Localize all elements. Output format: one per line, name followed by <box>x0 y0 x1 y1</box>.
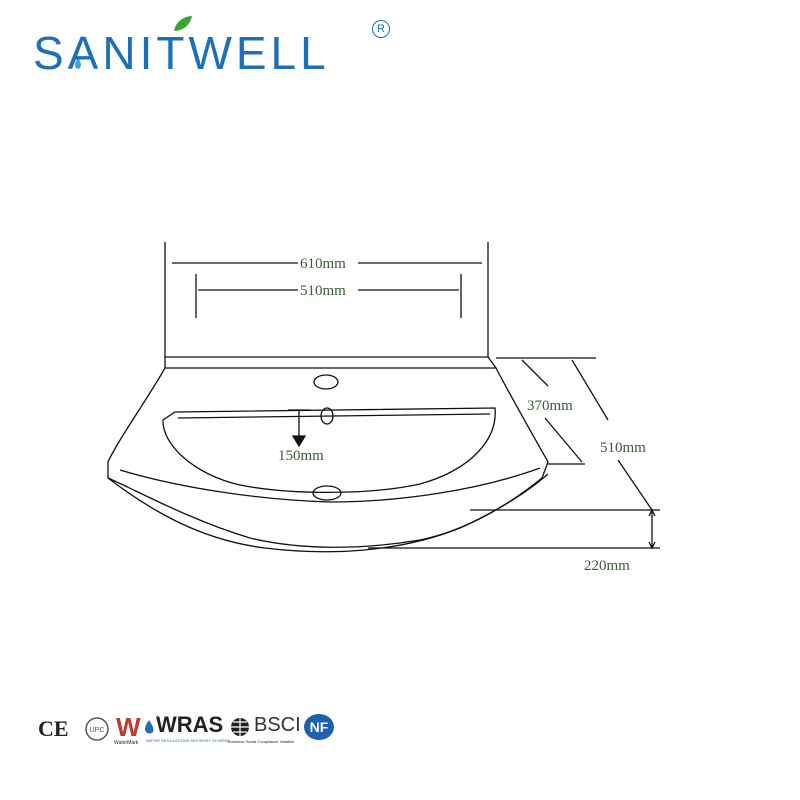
basin-ledge-line <box>119 467 541 503</box>
brand-logo-icon <box>75 16 192 69</box>
dim-220-arrow-down <box>648 541 656 550</box>
wras-sub: WATER REGULATIONS ADVISORY SCHEME <box>146 738 230 743</box>
registered-mark: R <box>372 20 390 38</box>
dim-150-arrowhead <box>291 435 307 448</box>
dim-label-220: 220mm <box>584 558 630 574</box>
ce-mark-icon: CE <box>38 716 69 741</box>
basin-outer-body <box>107 367 549 548</box>
inner-bowl <box>162 407 496 494</box>
depth-370-slash-bottom <box>544 417 583 463</box>
certifications-row: CE UPC W WaterMark WRAS WATER REGULATION… <box>30 708 370 748</box>
tap-hole <box>313 374 339 390</box>
inner-bowl-lip <box>177 413 491 419</box>
dim-label-150: 150mm <box>278 448 324 464</box>
bsci-sub: Business Social Compliance Initiative <box>228 739 295 744</box>
brand-header: SANITWELL R <box>0 0 800 100</box>
dim-label-510-depth: 510mm <box>600 440 646 456</box>
wras-label: WRAS <box>156 712 224 737</box>
wras-icon <box>145 720 154 734</box>
watermark-icon: W <box>116 712 141 742</box>
drain-hole <box>312 485 342 501</box>
depth-370-slash-top <box>521 359 549 387</box>
nf-icon: NF <box>304 714 334 740</box>
watermark-sub: WaterMark <box>114 740 139 746</box>
dim-220-arrow-up <box>648 508 656 517</box>
basin-front-edge <box>107 473 549 553</box>
bsci-globe-icon <box>231 718 249 736</box>
svg-text:UPC: UPC <box>90 727 105 734</box>
overflow-hole <box>320 407 334 425</box>
brand-name: SANITWELL <box>33 27 330 79</box>
dim-label-610: 610mm <box>300 256 346 272</box>
depth-510-slash-bottom <box>617 459 653 511</box>
dim-label-370: 370mm <box>527 398 573 414</box>
bsci-label: BSCI <box>254 714 301 736</box>
depth-510-slash-top <box>571 359 609 421</box>
basin-top-rim <box>164 356 498 369</box>
upc-icon: UPC <box>85 717 109 741</box>
nf-label: NF <box>310 719 329 735</box>
dim-label-510-width: 510mm <box>300 283 346 299</box>
